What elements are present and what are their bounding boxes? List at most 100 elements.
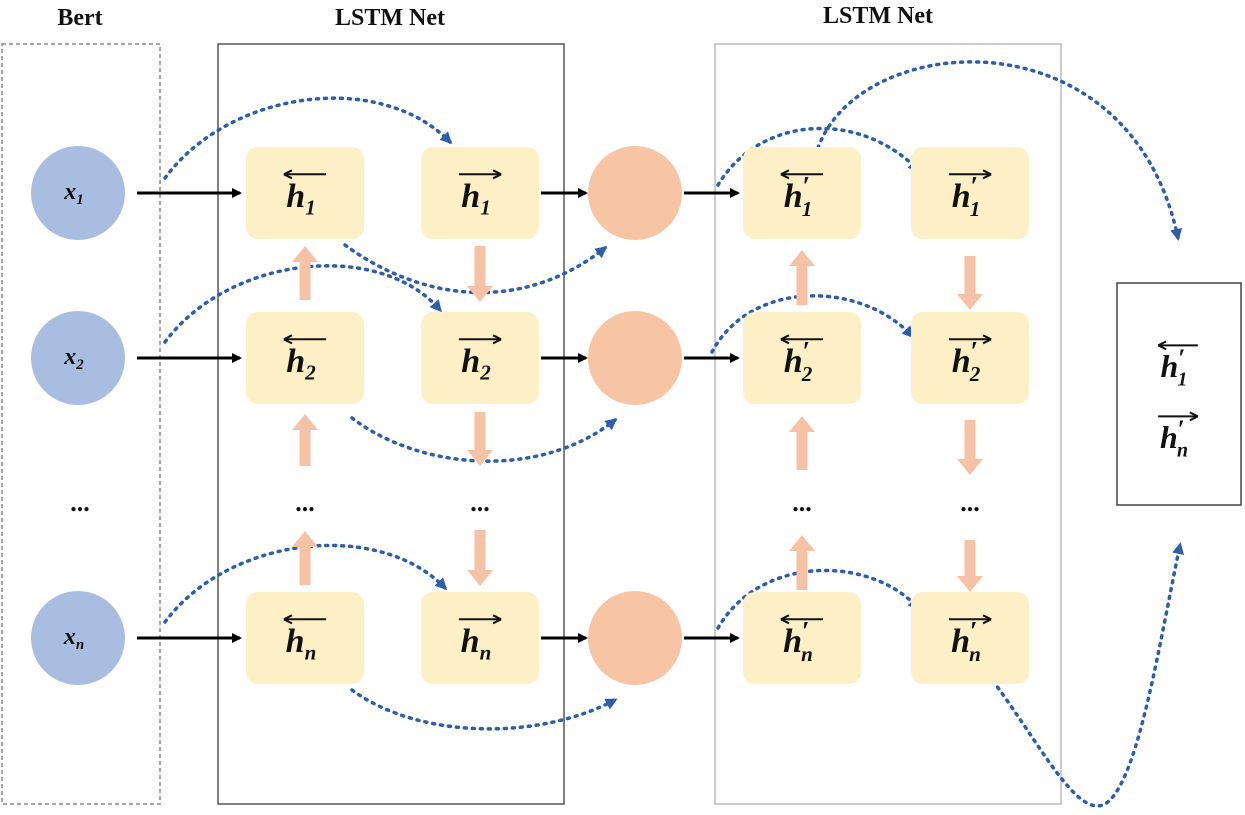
hidden-state-box [421, 312, 539, 404]
svg-text:h′1: h′1 [1161, 343, 1188, 391]
lstm1-backward-hn: hn [246, 592, 364, 684]
input-node-xn: xn [31, 591, 125, 685]
hidden-state-label: h′1 [780, 169, 824, 221]
right-arrow-icon [492, 334, 502, 345]
hidden-state-box [911, 592, 1029, 684]
right-arrow-icon [982, 334, 992, 345]
left-arrow-icon [283, 614, 293, 625]
lstm1-forward-h2: h2 [421, 312, 539, 404]
hidden-state-label: h2 [458, 334, 502, 384]
hidden-state-box [246, 592, 364, 684]
bert-frame [1, 43, 161, 805]
right-arrow-icon [492, 169, 502, 180]
diagram-nodes: x1 x2 xn h1 h2 hn h1 h2 hn h′1 h′2 h′n h′1 h′2 h′n....… [31, 146, 1199, 685]
down-flow-arrow [957, 540, 983, 592]
lstm2-forward-h1: h′1 [911, 147, 1029, 239]
hidden-state-box [743, 312, 861, 404]
right-arrow-icon [982, 614, 992, 625]
lstm1-backward-h1: h1 [246, 147, 364, 239]
lstm2-to-output-dotted-arrow [981, 542, 1185, 808]
lstm2-backward-ellipsis: ... [792, 488, 812, 517]
svg-text:h′2: h′2 [952, 336, 981, 386]
hidden-state-label: hn [283, 614, 327, 664]
up-flow-arrow [789, 416, 815, 470]
svg-text:h′2: h′2 [784, 336, 813, 386]
hidden-state-label: hn [458, 614, 502, 664]
right-arrow-icon [982, 169, 992, 180]
left-arrow-icon [1157, 340, 1167, 351]
merge-to-lstm2-forward-dotted-arrow [716, 568, 921, 630]
merge-node-2 [588, 311, 682, 405]
hidden-state-box [421, 592, 539, 684]
svg-text:h1: h1 [461, 178, 490, 219]
bert-title: Bert [57, 5, 102, 31]
input-node-circle [31, 591, 125, 685]
merge-node-3 [588, 591, 682, 685]
solid-connections [137, 188, 740, 643]
hidden-state-label: h′1 [1157, 340, 1198, 391]
input-node-x1: x1 [31, 146, 125, 240]
svg-text:h′n: h′n [951, 616, 981, 666]
lstm1-backward-ellipsis: ... [295, 488, 315, 517]
svg-text:x2: x2 [63, 344, 84, 373]
up-flow-arrow [292, 246, 318, 300]
input-node-circle [31, 311, 125, 405]
left-arrow-icon [283, 334, 293, 345]
lstm2-backward-h1: h′1 [743, 147, 861, 239]
hidden-state-box [911, 147, 1029, 239]
up-flow-arrow [292, 531, 318, 585]
dotted-connections [163, 60, 1185, 808]
lstm2-forward-h2: h′2 [911, 312, 1029, 404]
svg-text:h2: h2 [286, 343, 316, 384]
hidden-state-label: h1 [458, 169, 502, 219]
lstm-net-1-title: LSTM Net [335, 5, 445, 31]
hidden-state-label: h′2 [780, 334, 824, 386]
lstm1-forward-ellipsis: ... [470, 488, 490, 517]
lstm2-forward-hn: h′n [911, 592, 1029, 684]
right-arrow-icon [492, 614, 502, 625]
svg-text:h′1: h′1 [784, 171, 813, 221]
backward-to-merge-dotted-arrow [350, 688, 618, 731]
up-flow-arrow [292, 414, 318, 466]
hidden-state-label: h′n [948, 614, 992, 666]
svg-text:hn: hn [286, 623, 317, 664]
up-flow-arrow [789, 250, 815, 305]
hidden-state-label: h2 [283, 334, 327, 384]
vertical-flow-arrows [292, 246, 983, 592]
hidden-state-label: h′2 [948, 334, 992, 386]
output-frame [1116, 282, 1242, 506]
hidden-state-box [743, 592, 861, 684]
lstm-net-2-frame [714, 43, 1062, 805]
svg-text:h′1: h′1 [952, 171, 981, 221]
svg-text:h1: h1 [286, 178, 315, 219]
hidden-state-label: h′n [780, 614, 824, 666]
lstm-net-1-frame [217, 43, 565, 805]
hidden-state-box [911, 312, 1029, 404]
svg-text:x1: x1 [63, 179, 84, 208]
hidden-state-label: h1 [283, 169, 327, 219]
lstm-net-2-title: LSTM Net [823, 3, 933, 29]
hidden-state-label: h′n [1158, 411, 1199, 462]
down-flow-arrow [957, 256, 983, 310]
svg-text:h2: h2 [461, 343, 491, 384]
svg-text:xn: xn [63, 624, 84, 653]
merge-to-lstm2-forward-dotted-arrow [716, 126, 921, 187]
svg-text:h′n: h′n [1160, 414, 1188, 462]
merge-node-1 [588, 146, 682, 240]
lstm2-backward-hn: h′n [743, 592, 861, 684]
hidden-state-box [246, 312, 364, 404]
input-node-x2: x2 [31, 311, 125, 405]
hidden-state-box [743, 147, 861, 239]
output-h1: h′1 [1157, 340, 1198, 391]
lstm2-forward-ellipsis: ... [960, 488, 980, 517]
lstm2-to-output-dotted-arrow [816, 60, 1183, 241]
lstm1-forward-h1: h1 [421, 147, 539, 239]
hidden-state-box [421, 147, 539, 239]
left-arrow-icon [283, 169, 293, 180]
svg-text:hn: hn [461, 623, 492, 664]
lstm1-backward-h2: h2 [246, 312, 364, 404]
up-flow-arrow [789, 535, 815, 590]
lstm2-backward-h2: h′2 [743, 312, 861, 404]
lstm1-forward-hn: hn [421, 592, 539, 684]
backward-to-merge-dotted-arrow [343, 243, 608, 295]
